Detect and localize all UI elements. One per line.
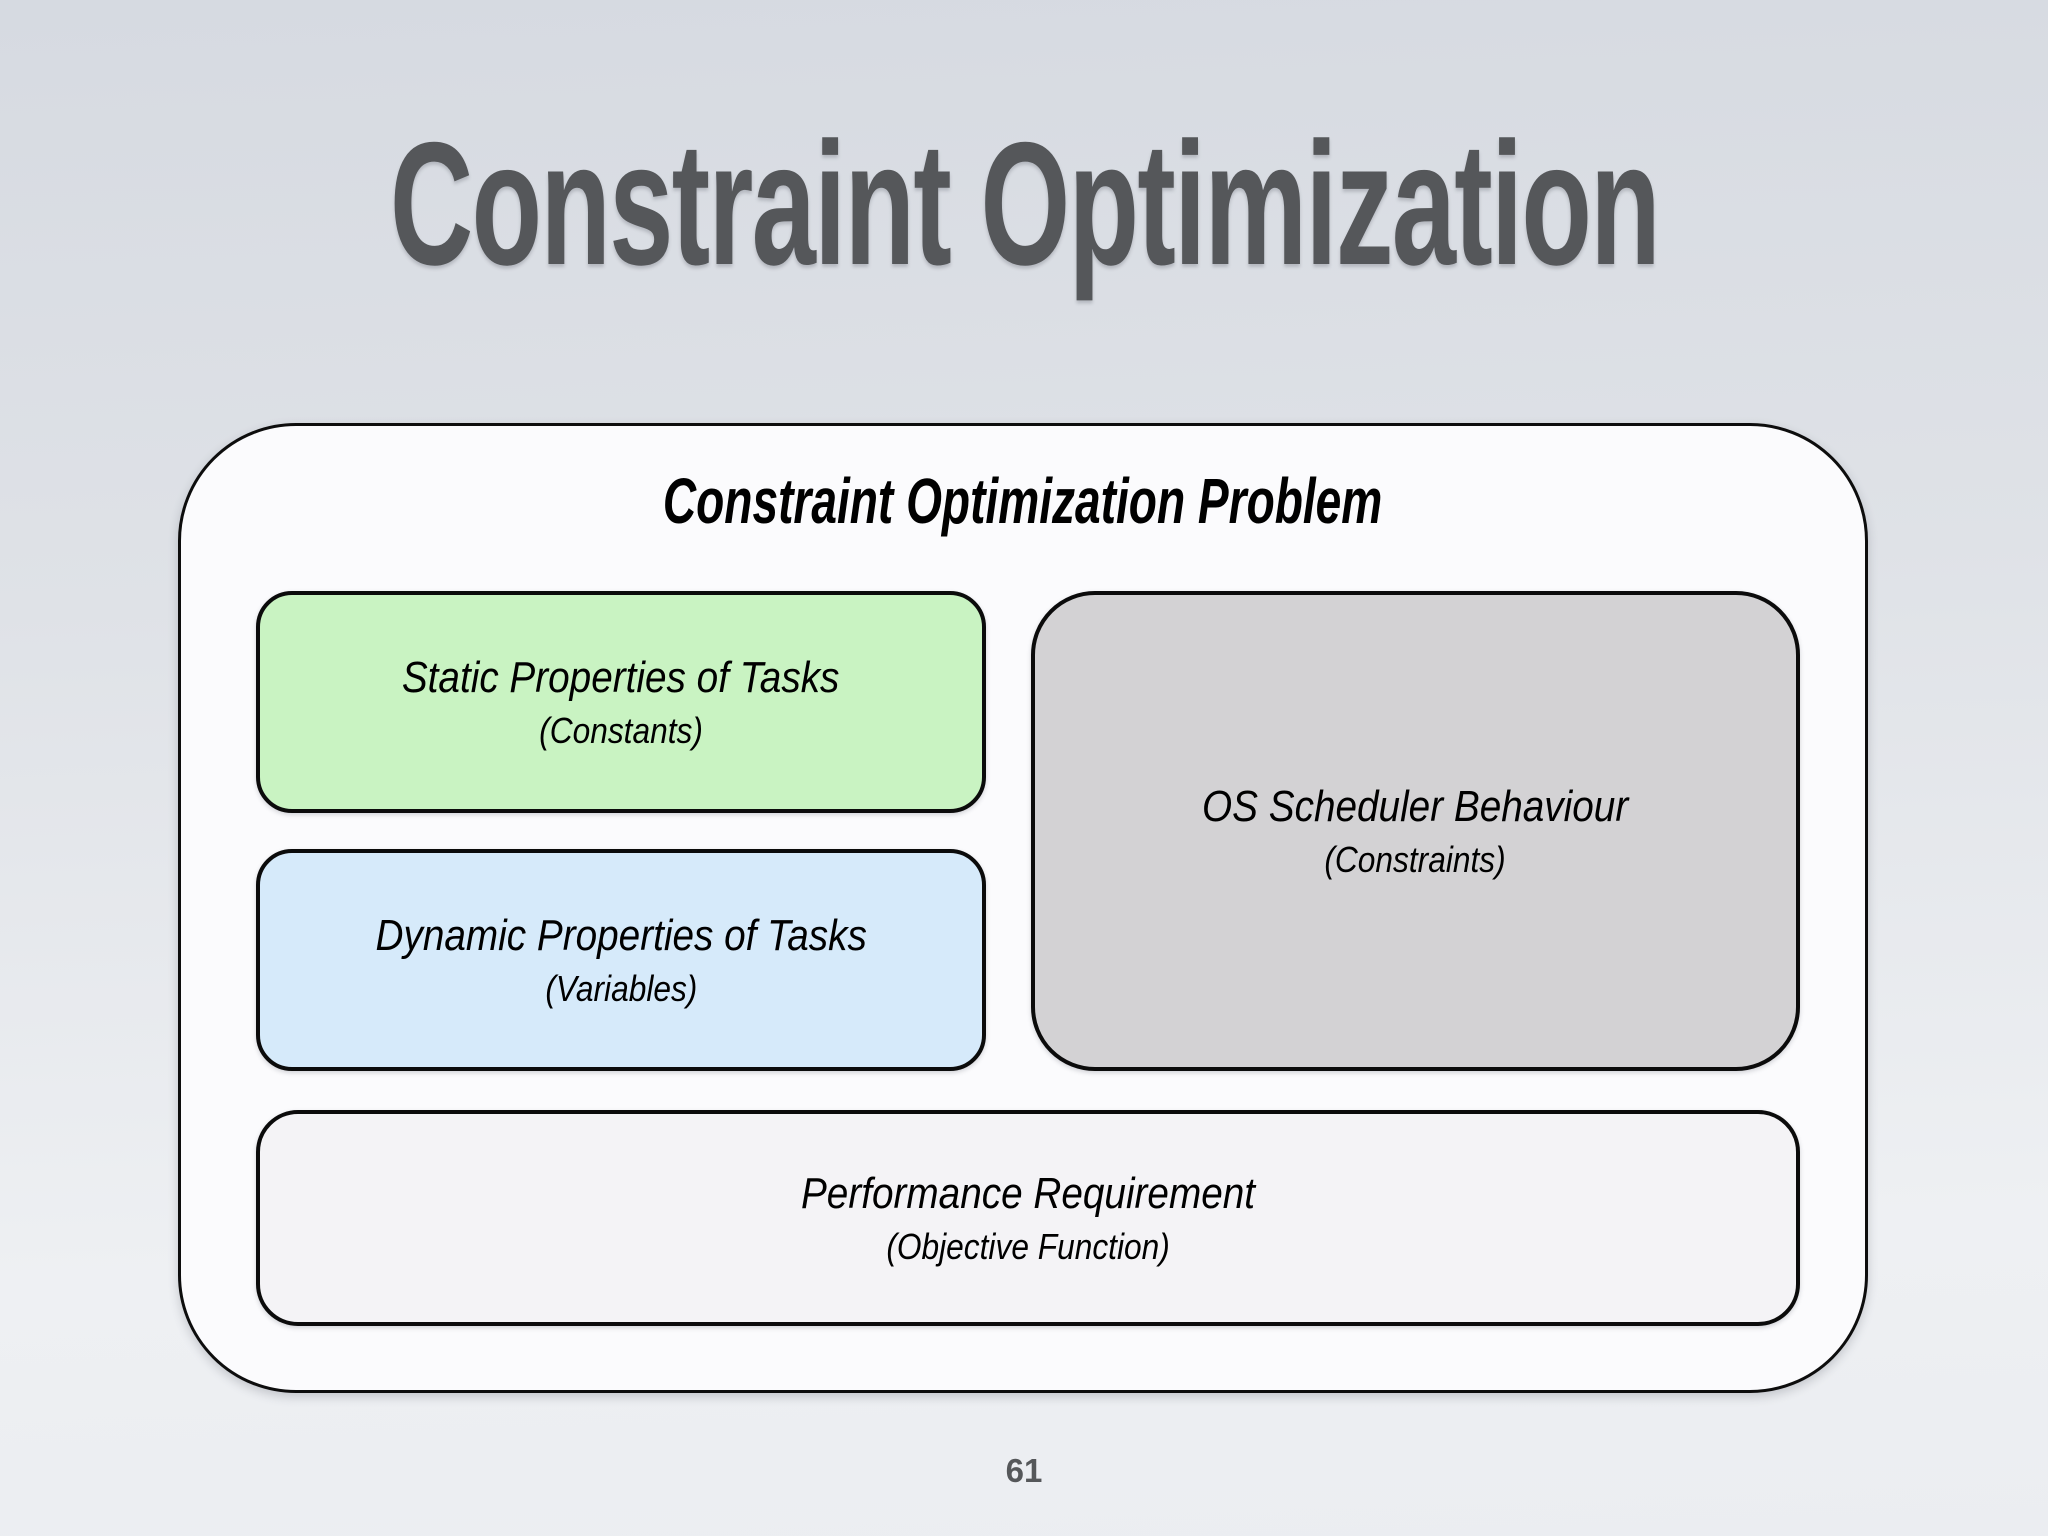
- box-dynamic-label-text: Dynamic Properties of Tasks: [375, 911, 867, 961]
- box-scheduler-sublabel-text: (Constraints): [1324, 839, 1507, 881]
- slide-title-text: Constraint Optimization: [389, 107, 1660, 302]
- box-static-label: Static Properties of Tasks: [372, 653, 869, 702]
- box-static-properties: Static Properties of Tasks (Constants): [256, 591, 986, 813]
- container-label-text: Constraint Optimization Problem: [663, 465, 1383, 537]
- box-static-sublabel: (Constants): [528, 711, 714, 751]
- box-performance-sublabel-text: (Objective Function): [886, 1226, 1170, 1268]
- box-performance-requirement: Performance Requirement (Objective Funct…: [256, 1110, 1800, 1326]
- box-dynamic-sublabel-text: (Variables): [544, 968, 697, 1010]
- box-static-sublabel-text: (Constants): [539, 710, 703, 752]
- box-dynamic-label: Dynamic Properties of Tasks: [342, 911, 900, 960]
- box-dynamic-sublabel: (Variables): [535, 969, 708, 1009]
- slide-title: Constraint Optimization: [0, 98, 2048, 312]
- container-label: Constraint Optimization Problem: [181, 464, 1865, 538]
- box-dynamic-properties: Dynamic Properties of Tasks (Variables): [256, 849, 986, 1071]
- box-performance-label: Performance Requirement: [770, 1169, 1286, 1218]
- box-scheduler-sublabel: (Constraints): [1312, 840, 1518, 880]
- box-static-label-text: Static Properties of Tasks: [402, 653, 840, 703]
- box-scheduler-label: OS Scheduler Behaviour: [1173, 782, 1657, 831]
- box-os-scheduler-behaviour: OS Scheduler Behaviour (Constraints): [1031, 591, 1800, 1071]
- box-performance-label-text: Performance Requirement: [800, 1169, 1256, 1219]
- box-scheduler-label-text: OS Scheduler Behaviour: [1202, 782, 1629, 832]
- page-number: 61: [1005, 1452, 1043, 1489]
- constraint-optimization-problem-container: Constraint Optimization Problem Static P…: [178, 423, 1868, 1393]
- box-performance-sublabel: (Objective Function): [867, 1227, 1189, 1267]
